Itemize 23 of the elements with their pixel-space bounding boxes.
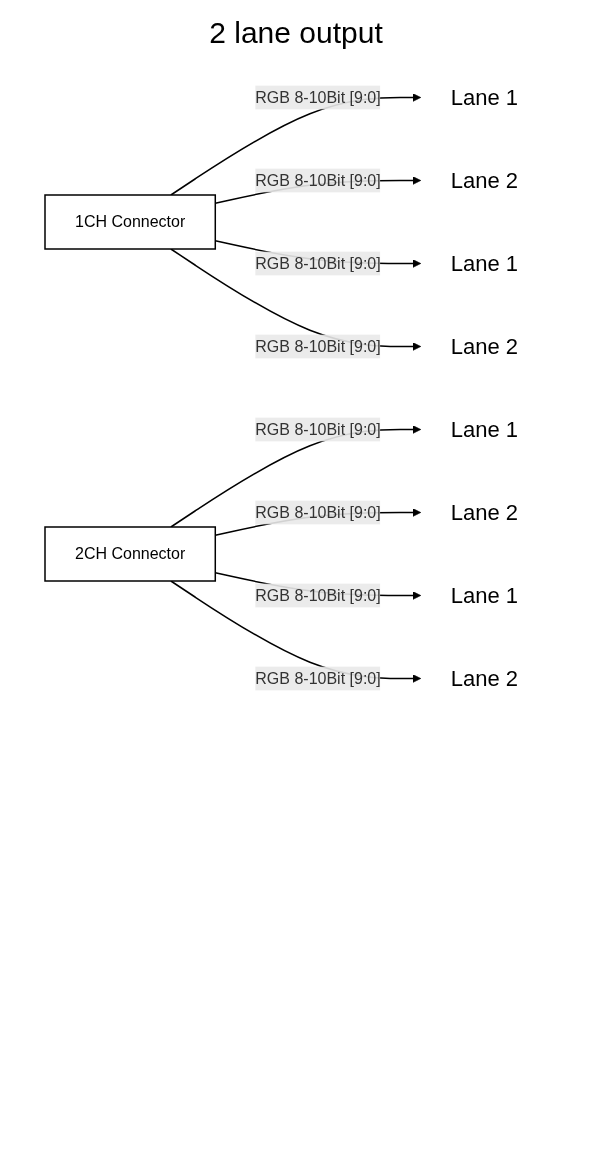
edge-label: RGB 8-10Bit [9:0] <box>254 586 381 604</box>
node-text: Lane 2 <box>450 168 518 193</box>
edge-label: RGB 8-10Bit [9:0] <box>254 503 381 521</box>
edge-label: RGB 8-10Bit [9:0] <box>254 88 381 106</box>
arrow <box>169 248 421 351</box>
node-text: Lane 1 <box>450 251 518 276</box>
diagram-title: 2 lane output <box>208 16 384 50</box>
node-text: Lane 2 <box>450 500 518 525</box>
edge-label: RGB 8-10Bit [9:0] <box>254 254 381 272</box>
arrow <box>169 580 421 683</box>
node-text: Lane 1 <box>450 583 518 608</box>
edge-label: RGB 8-10Bit [9:0] <box>254 171 381 189</box>
arrow <box>169 425 421 528</box>
node-box: 2CH Connector <box>43 526 216 582</box>
edge-label: RGB 8-10Bit [9:0] <box>254 420 381 438</box>
node-box: 1CH Connector <box>43 194 216 250</box>
node-text: Lane 2 <box>450 666 518 691</box>
node-text: Lane 2 <box>450 334 518 359</box>
arrow <box>169 93 421 196</box>
node-text: Lane 1 <box>450 85 518 110</box>
node-text: Lane 1 <box>450 417 518 442</box>
edge-label: RGB 8-10Bit [9:0] <box>254 669 381 687</box>
edge-label: RGB 8-10Bit [9:0] <box>254 337 381 355</box>
